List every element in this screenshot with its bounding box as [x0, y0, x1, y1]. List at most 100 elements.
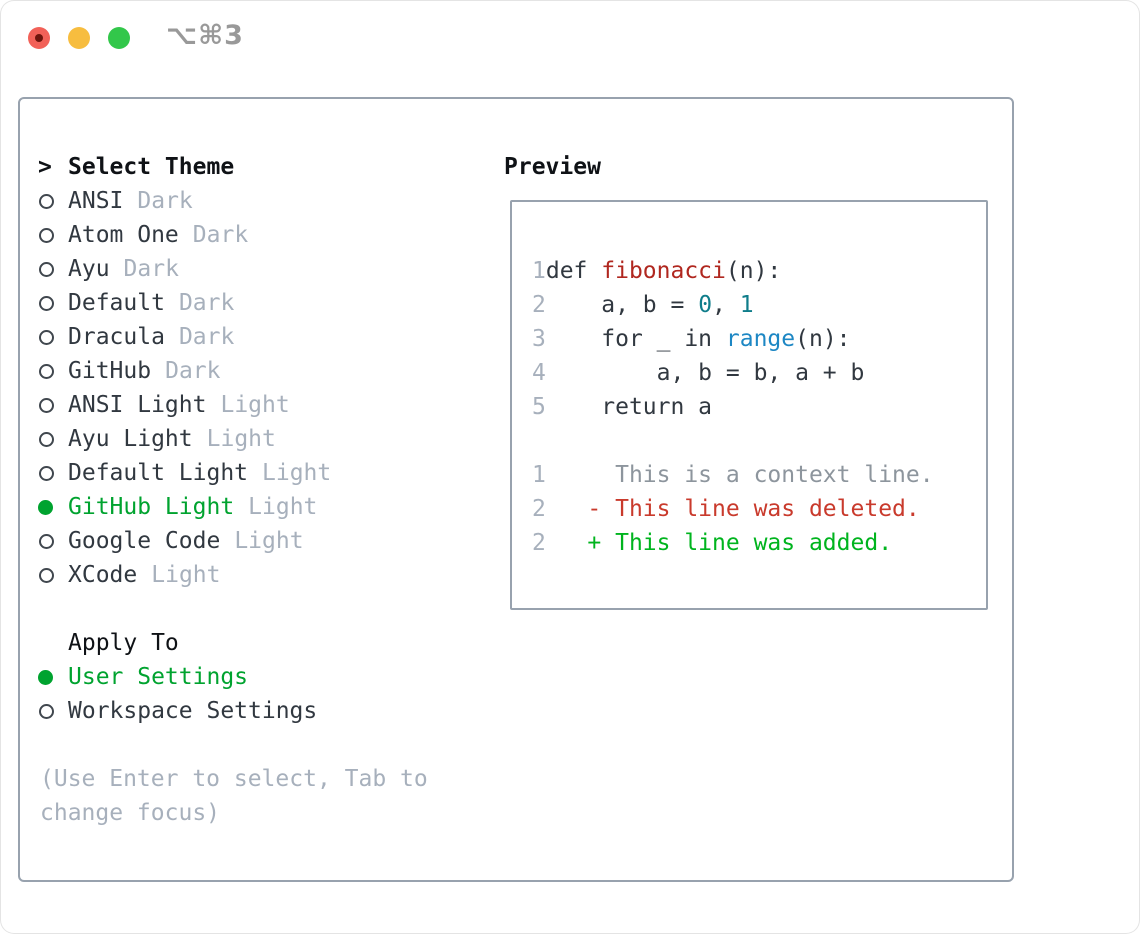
code-segment: a, b = b, a + b [545, 360, 865, 386]
code-segment: a, b = [545, 292, 699, 318]
theme-name: GitHub Light [68, 494, 235, 520]
theme-option-ayu[interactable]: Ayu Dark [38, 252, 428, 286]
theme-option-ansi-light[interactable]: ANSI Light Light [38, 388, 428, 422]
code-segment: range [725, 326, 796, 352]
line-number: 5 [532, 394, 546, 420]
code-segment: fibonacci [601, 258, 726, 284]
radio-unselected-icon [39, 261, 54, 277]
help-text-line-2: change focus) [40, 800, 221, 826]
close-button[interactable] [28, 27, 50, 49]
spacer [38, 592, 428, 626]
theme-option-github-light[interactable]: GitHub Light Light [38, 490, 428, 524]
radio-unselected-icon [39, 533, 54, 549]
apply-option-user-settings[interactable]: User Settings [38, 660, 428, 694]
traffic-lights [28, 27, 130, 49]
theme-name: Atom One [68, 222, 179, 248]
theme-variant: Light [206, 426, 276, 452]
line-number: 4 [532, 360, 546, 386]
marker [38, 227, 68, 243]
marker [38, 431, 68, 447]
theme-variant: Light [248, 494, 318, 520]
marker [38, 703, 68, 719]
theme-name: Ayu Light [68, 426, 193, 452]
apply-option-label: User Settings [68, 664, 249, 690]
theme-variant: Dark [178, 290, 235, 316]
theme-name: Dracula [68, 324, 165, 350]
theme-option-default-light[interactable]: Default Light Light [38, 456, 428, 490]
code-segment: (n): [725, 258, 782, 284]
theme-variant: Dark [137, 188, 193, 214]
code-segment: , [712, 292, 740, 318]
theme-variant: Dark [178, 324, 235, 350]
close-dot-icon [35, 34, 43, 42]
code-segment: 1 [739, 292, 754, 318]
theme-variant: Dark [123, 256, 179, 282]
theme-name: Google Code [68, 528, 221, 554]
theme-name: Default [68, 290, 165, 316]
code-line: 1 This is a context line. [532, 458, 986, 492]
radio-unselected-icon [39, 567, 54, 583]
theme-option-dracula[interactable]: Dracula Dark [38, 320, 428, 354]
code-line [532, 424, 986, 458]
radio-unselected-icon [39, 193, 54, 209]
radio-unselected-icon [39, 329, 54, 345]
theme-name: Ayu [68, 256, 110, 282]
code-line: 2 a, b = 0, 1 [532, 288, 986, 322]
theme-option-default[interactable]: Default Dark [38, 286, 428, 320]
apply-to-header-label: Apply To [68, 630, 179, 656]
theme-name: Default Light [68, 460, 249, 486]
theme-variant: Light [220, 392, 290, 418]
theme-name: ANSI [68, 188, 124, 214]
chevron-cursor-icon: > [38, 154, 52, 180]
help-text-line-1: (Use Enter to select, Tab to [40, 766, 428, 792]
spacer [38, 728, 428, 762]
line-number: 2 [532, 496, 546, 522]
radio-selected-icon [38, 669, 53, 685]
preview-header: Preview [504, 154, 601, 180]
code-line: 5 return a [532, 390, 986, 424]
marker [38, 329, 68, 345]
code-segment: return a [545, 394, 713, 420]
select-theme-header-label: Select Theme [68, 154, 235, 180]
theme-name: ANSI Light [68, 392, 207, 418]
theme-name: XCode [68, 562, 138, 588]
marker [38, 533, 68, 549]
apply-option-label: Workspace Settings [68, 698, 318, 724]
code-segment: def [545, 258, 602, 284]
theme-variant: Light [262, 460, 332, 486]
theme-option-ansi[interactable]: ANSI Dark [38, 184, 428, 218]
code-segment: - This line was deleted. [545, 496, 920, 522]
zoom-button[interactable] [108, 27, 130, 49]
code-segment: for _ in [545, 326, 726, 352]
code-segment: + This line was added. [545, 530, 893, 556]
radio-unselected-icon [39, 431, 54, 447]
marker [38, 363, 68, 379]
line-number: 3 [532, 326, 546, 352]
marker [38, 261, 68, 277]
code-segment: This is a context line. [545, 462, 934, 488]
marker [38, 465, 68, 481]
marker [38, 193, 68, 209]
minimize-button[interactable] [68, 27, 90, 49]
radio-unselected-icon [39, 465, 54, 481]
code-line: 2 + This line was added. [532, 526, 986, 560]
marker [38, 669, 68, 685]
window-title: ⌥⌘3 [166, 20, 244, 51]
code-line: 4 a, b = b, a + b [532, 356, 986, 390]
marker [38, 567, 68, 583]
radio-unselected-icon [39, 703, 54, 719]
line-number: 2 [532, 530, 546, 556]
theme-option-ayu-light[interactable]: Ayu Light Light [38, 422, 428, 456]
apply-option-workspace-settings[interactable]: Workspace Settings [38, 694, 428, 728]
radio-unselected-icon [39, 227, 54, 243]
radio-unselected-icon [39, 295, 54, 311]
code-line: 3 for _ in range(n): [532, 322, 986, 356]
